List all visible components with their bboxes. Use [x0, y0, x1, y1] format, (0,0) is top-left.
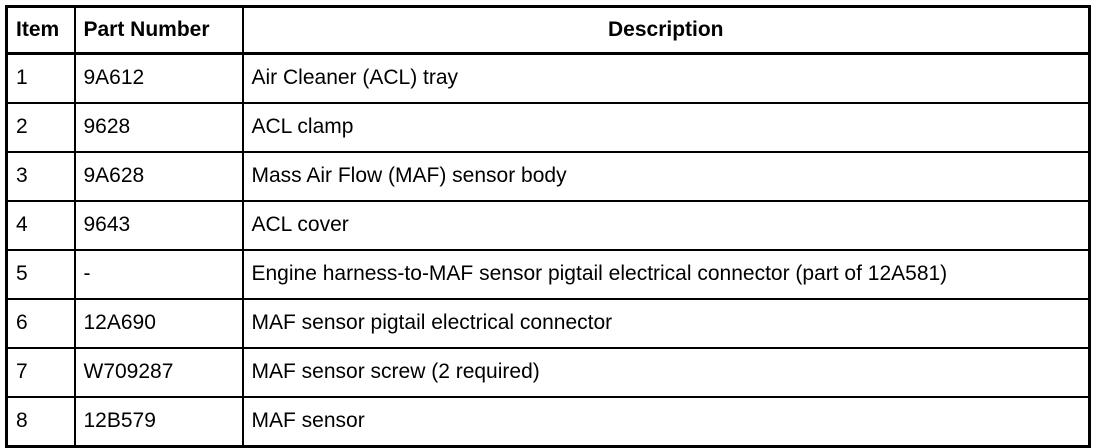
cell-description: ACL clamp: [241, 102, 1091, 153]
table-body: 1 9A612 Air Cleaner (ACL) tray 2 9628 AC…: [5, 52, 1091, 448]
cell-description: MAF sensor screw (2 required): [241, 347, 1091, 398]
table-header-row: Item Part Number Description: [5, 5, 1091, 55]
table-row: 3 9A628 Mass Air Flow (MAF) sensor body: [5, 151, 1091, 202]
cell-part-number: 12A690: [73, 298, 244, 349]
cell-description: MAF sensor: [241, 396, 1091, 448]
cell-description: Engine harness-to-MAF sensor pigtail ele…: [241, 249, 1091, 300]
table-row: 1 9A612 Air Cleaner (ACL) tray: [5, 52, 1091, 104]
cell-description: Air Cleaner (ACL) tray: [241, 52, 1091, 104]
cell-part-number: W709287: [73, 347, 244, 398]
cell-description: MAF sensor pigtail electrical connector: [241, 298, 1091, 349]
cell-part-number: 12B579: [73, 396, 244, 448]
cell-item: 8: [5, 396, 76, 448]
cell-part-number: 9628: [73, 102, 244, 153]
column-header-part-number: Part Number: [73, 5, 244, 55]
column-header-item: Item: [5, 5, 76, 55]
cell-item: 2: [5, 102, 76, 153]
cell-description: ACL cover: [241, 200, 1091, 251]
cell-part-number: -: [73, 249, 244, 300]
parts-legend-table: Item Part Number Description 1 9A612 Air…: [5, 5, 1091, 448]
cell-part-number: 9A612: [73, 52, 244, 104]
table-row: 2 9628 ACL clamp: [5, 102, 1091, 153]
table-row: 8 12B579 MAF sensor: [5, 396, 1091, 448]
parts-table-container: Item Part Number Description 1 9A612 Air…: [5, 5, 1091, 448]
table-row: 4 9643 ACL cover: [5, 200, 1091, 251]
column-header-description: Description: [241, 5, 1091, 55]
cell-description: Mass Air Flow (MAF) sensor body: [241, 151, 1091, 202]
table-row: 7 W709287 MAF sensor screw (2 required): [5, 347, 1091, 398]
cell-item: 5: [5, 249, 76, 300]
cell-item: 7: [5, 347, 76, 398]
cell-item: 1: [5, 52, 76, 104]
cell-item: 4: [5, 200, 76, 251]
table-header: Item Part Number Description: [5, 5, 1091, 55]
cell-part-number: 9643: [73, 200, 244, 251]
table-row: 6 12A690 MAF sensor pigtail electrical c…: [5, 298, 1091, 349]
table-row: 5 - Engine harness-to-MAF sensor pigtail…: [5, 249, 1091, 300]
cell-item: 3: [5, 151, 76, 202]
cell-item: 6: [5, 298, 76, 349]
cell-part-number: 9A628: [73, 151, 244, 202]
